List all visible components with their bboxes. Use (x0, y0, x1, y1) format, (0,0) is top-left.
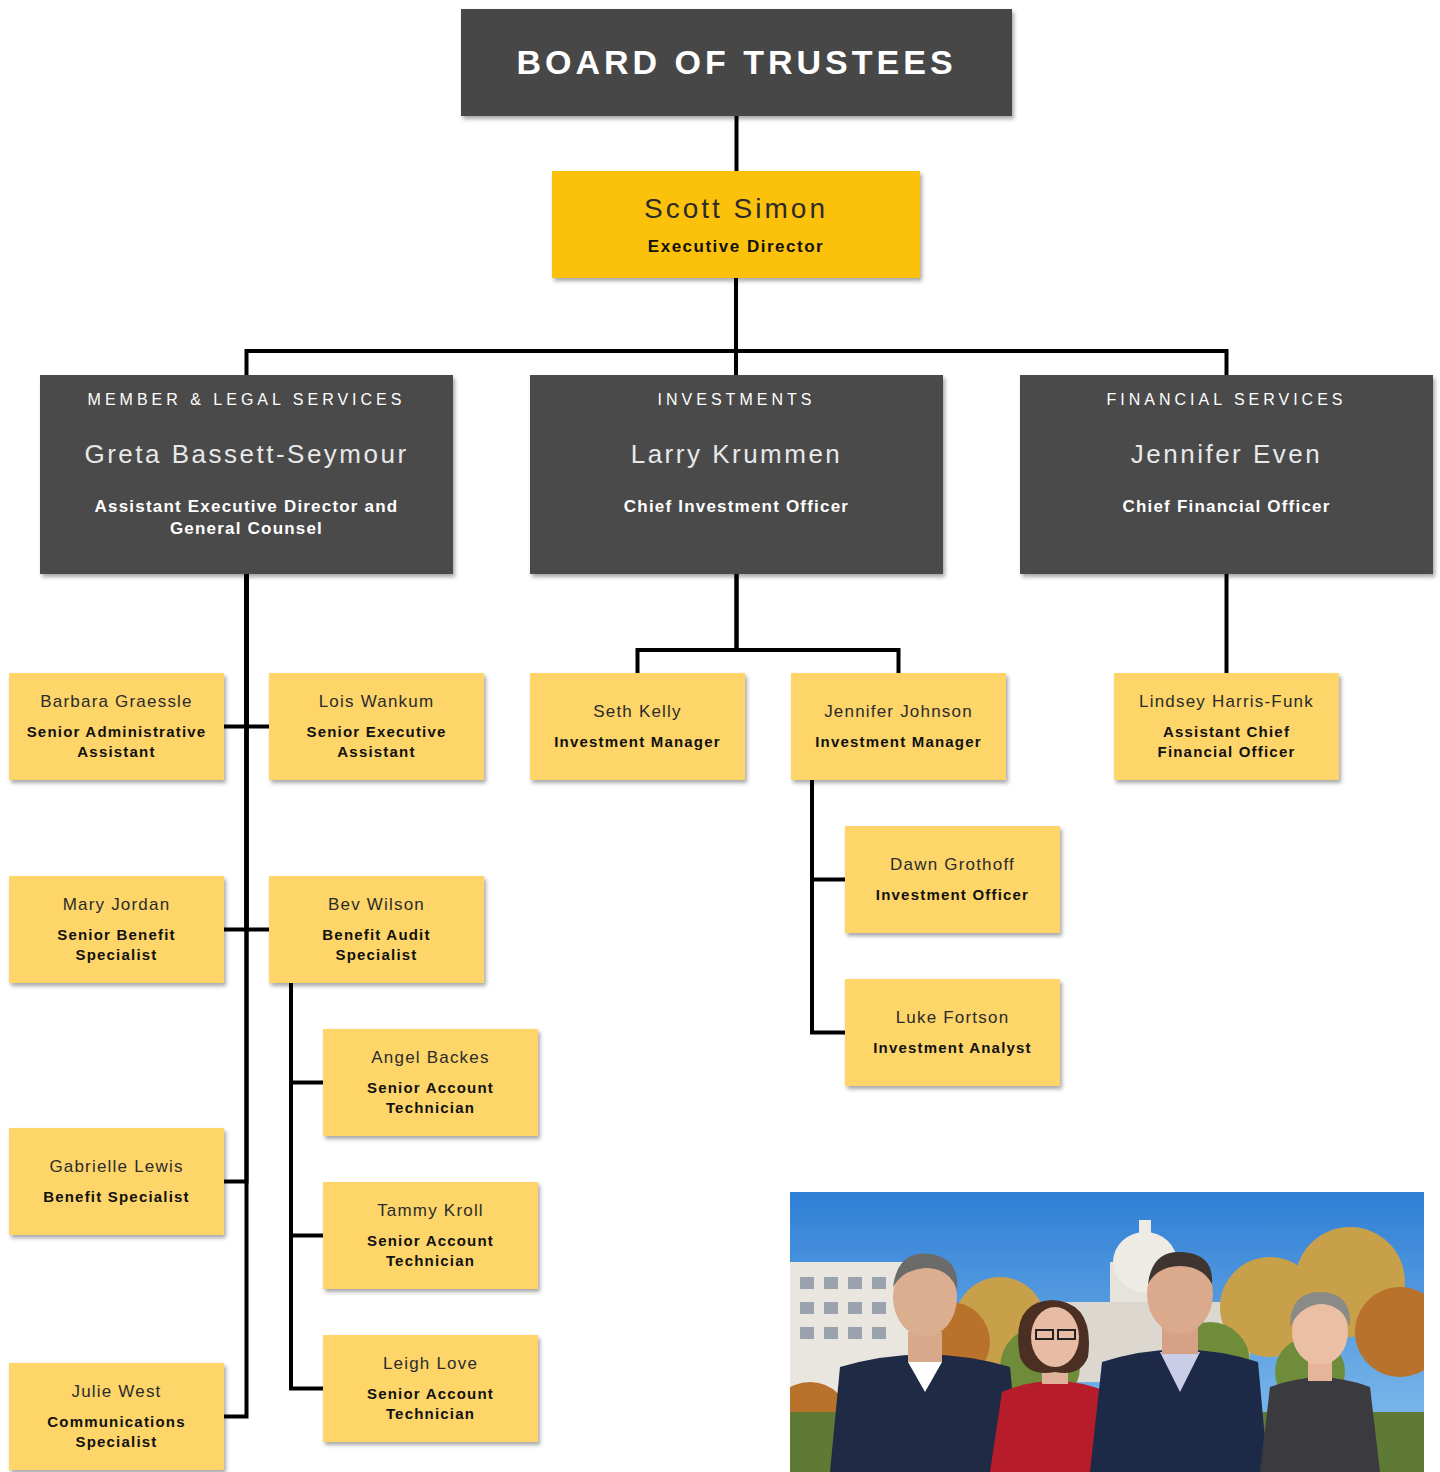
department-box: MEMBER & LEGAL SERVICES Greta Bassett-Sey… (40, 375, 453, 574)
reporting-line (224, 574, 247, 930)
staff-box: Angel BackesSenior Account Technician (323, 1029, 538, 1136)
reporting-line (291, 983, 323, 1083)
job-title: Senior Benefit Specialist (17, 925, 216, 964)
board-heading: BOARD OF TRUSTEES (516, 43, 956, 82)
job-title: Senior Account Technician (331, 1078, 530, 1117)
staff-box: Dawn GrothoffInvestment Officer (845, 826, 1060, 933)
job-title: Investment Manager (809, 732, 988, 752)
department-name: FINANCIAL SERVICES (1106, 391, 1346, 409)
staff-box: Bev WilsonBenefit Audit Specialist (269, 876, 484, 983)
person-name: Lois Wankum (319, 692, 435, 712)
staff-box: Tammy KrollSenior Account Technician (323, 1182, 538, 1289)
person-name: Mary Jordan (63, 895, 171, 915)
job-title: Investment Manager (548, 732, 727, 752)
reporting-line (638, 574, 737, 673)
staff-box: Lois WankumSenior Executive Assistant (269, 673, 484, 780)
staff-box: Gabrielle LewisBenefit Specialist (9, 1128, 224, 1235)
person-name: Leigh Love (383, 1354, 478, 1374)
reporting-line (291, 983, 323, 1236)
staff-box: Julie WestCommunications Specialist (9, 1363, 224, 1470)
job-title: Investment Analyst (867, 1038, 1038, 1058)
person-name: Bev Wilson (328, 895, 425, 915)
person-name: Scott Simon (644, 193, 828, 225)
reporting-line (1225, 574, 1229, 673)
staff-box: Barbara GraessleSenior Administrative As… (9, 673, 224, 780)
job-title: Chief Financial Officer (1112, 496, 1340, 518)
staff-box: Seth KellyInvestment Manager (530, 673, 745, 780)
reporting-line (224, 574, 247, 1182)
department-box: INVESTMENTS Larry KrummenChief Investment… (530, 375, 943, 574)
job-title: Senior Executive Assistant (277, 722, 476, 761)
job-title: Communications Specialist (17, 1412, 216, 1451)
person-name: Larry Krummen (631, 439, 843, 470)
department-name: MEMBER & LEGAL SERVICES (88, 391, 406, 409)
job-title: Senior Account Technician (331, 1384, 530, 1423)
reporting-line (735, 116, 739, 171)
person-name: Lindsey Harris-Funk (1139, 692, 1314, 712)
person-name: Gabrielle Lewis (49, 1157, 183, 1177)
reporting-line (224, 574, 247, 727)
staff-box: Luke FortsonInvestment Analyst (845, 979, 1060, 1086)
reporting-line (736, 278, 1227, 375)
job-title: Senior Account Technician (331, 1231, 530, 1270)
executive-box: Scott SimonExecutive Director (552, 171, 920, 278)
person-name: Greta Bassett-Seymour (84, 439, 408, 470)
person-name: Angel Backes (371, 1048, 489, 1068)
reporting-line (291, 983, 323, 1389)
job-title: Assistant Executive Director and General… (52, 496, 441, 540)
job-title: Investment Officer (870, 885, 1035, 905)
person-name: Dawn Grothoff (890, 855, 1015, 875)
person-name: Julie West (71, 1382, 161, 1402)
reporting-line (812, 780, 845, 1033)
staff-box: Leigh LoveSenior Account Technician (323, 1335, 538, 1442)
person-name: Jennifer Even (1131, 439, 1322, 470)
staff-box: Mary JordanSenior Benefit Specialist (9, 876, 224, 983)
person-name: Jennifer Johnson (824, 702, 973, 722)
reporting-line (247, 574, 270, 727)
job-title: Assistant Chief Financial Officer (1122, 722, 1331, 761)
board-box: BOARD OF TRUSTEES (461, 9, 1012, 116)
reporting-line (812, 780, 845, 880)
department-box: FINANCIAL SERVICES Jennifer EvenChief Fin… (1020, 375, 1433, 574)
team-photo (790, 1192, 1424, 1472)
person-name: Tammy Kroll (377, 1201, 484, 1221)
person-name: Seth Kelly (593, 702, 682, 722)
staff-box: Lindsey Harris-FunkAssistant Chief Finan… (1114, 673, 1339, 780)
reporting-line (737, 574, 899, 673)
staff-box: Jennifer JohnsonInvestment Manager (791, 673, 1006, 780)
job-title: Chief Investment Officer (614, 496, 859, 518)
job-title: Benefit Specialist (37, 1187, 196, 1207)
person-name: Luke Fortson (896, 1008, 1010, 1028)
department-name: INVESTMENTS (658, 391, 816, 409)
reporting-line (224, 574, 247, 1417)
reporting-line (247, 278, 737, 375)
reporting-line (247, 574, 270, 930)
person-name: Barbara Graessle (40, 692, 192, 712)
job-title: Senior Administrative Assistant (17, 722, 216, 761)
job-title: Executive Director (648, 237, 824, 257)
job-title: Benefit Audit Specialist (277, 925, 476, 964)
